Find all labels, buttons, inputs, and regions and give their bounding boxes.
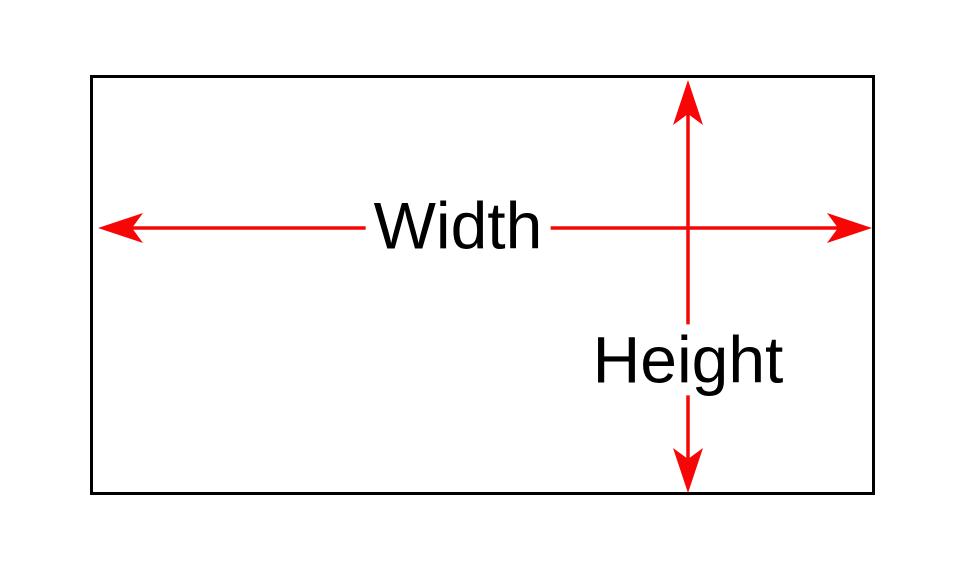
vertical-double-arrow-icon: [673, 80, 703, 493]
height-label: Height: [584, 324, 792, 396]
bounding-rectangle: [90, 75, 875, 495]
width-label: Width: [365, 190, 551, 262]
